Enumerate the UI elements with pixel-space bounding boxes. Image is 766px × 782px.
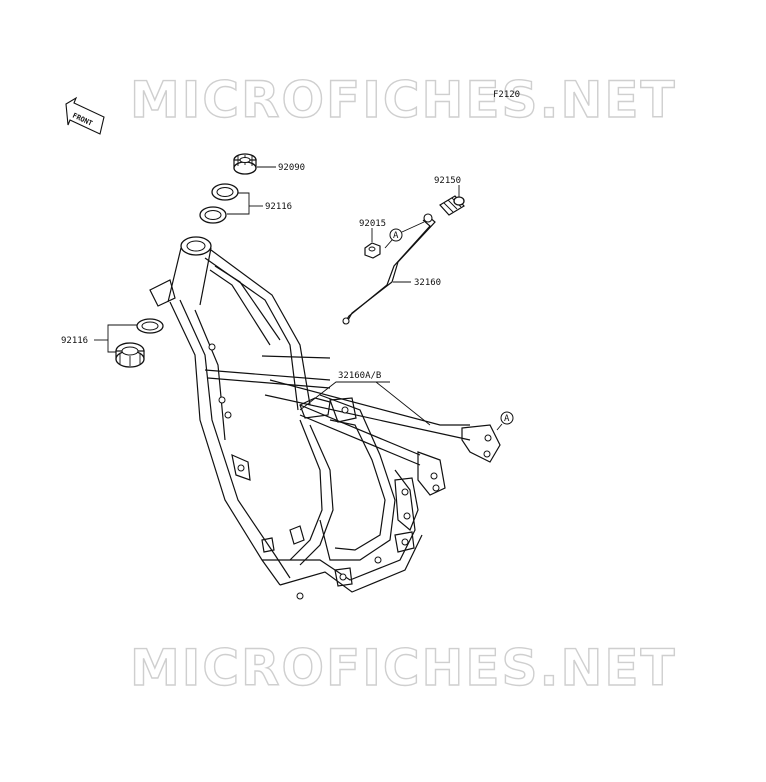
stem-nut-92090 [233,153,257,175]
leader-32160ab [299,381,390,411]
leader-92116-top [227,192,250,215]
watermark-bottom: MICROFICHES.NET [130,639,677,697]
watermark-top: MICROFICHES.NET [130,71,677,129]
head-bearing-upper [211,183,239,201]
figure-code: F2120 [493,90,520,100]
subframe-tube-32160 [342,213,436,325]
head-bearing-lower [199,206,227,224]
label-92116-top: 92116 [265,202,292,212]
ref-a-circle-1 [389,228,403,242]
collar-92150 [439,195,465,216]
label-92015: 92015 [359,219,386,229]
ref-a-1: A [393,231,399,241]
front-arrow-icon: FRONT [65,96,105,135]
label-92116-left: 92116 [61,336,88,346]
taper-bearing-left [115,342,145,368]
label-32160: 32160 [414,278,441,288]
leader-92116-left [107,324,137,353]
nut-92015 [364,242,381,259]
label-92150: 92150 [434,176,461,186]
ref-a-circle-2 [500,411,514,425]
label-32160ab: 32160A/B [338,371,381,381]
label-92090: 92090 [278,163,305,173]
main-frame [149,236,501,600]
ref-a-2: A [504,414,510,424]
head-bearing-race-left [136,318,164,334]
